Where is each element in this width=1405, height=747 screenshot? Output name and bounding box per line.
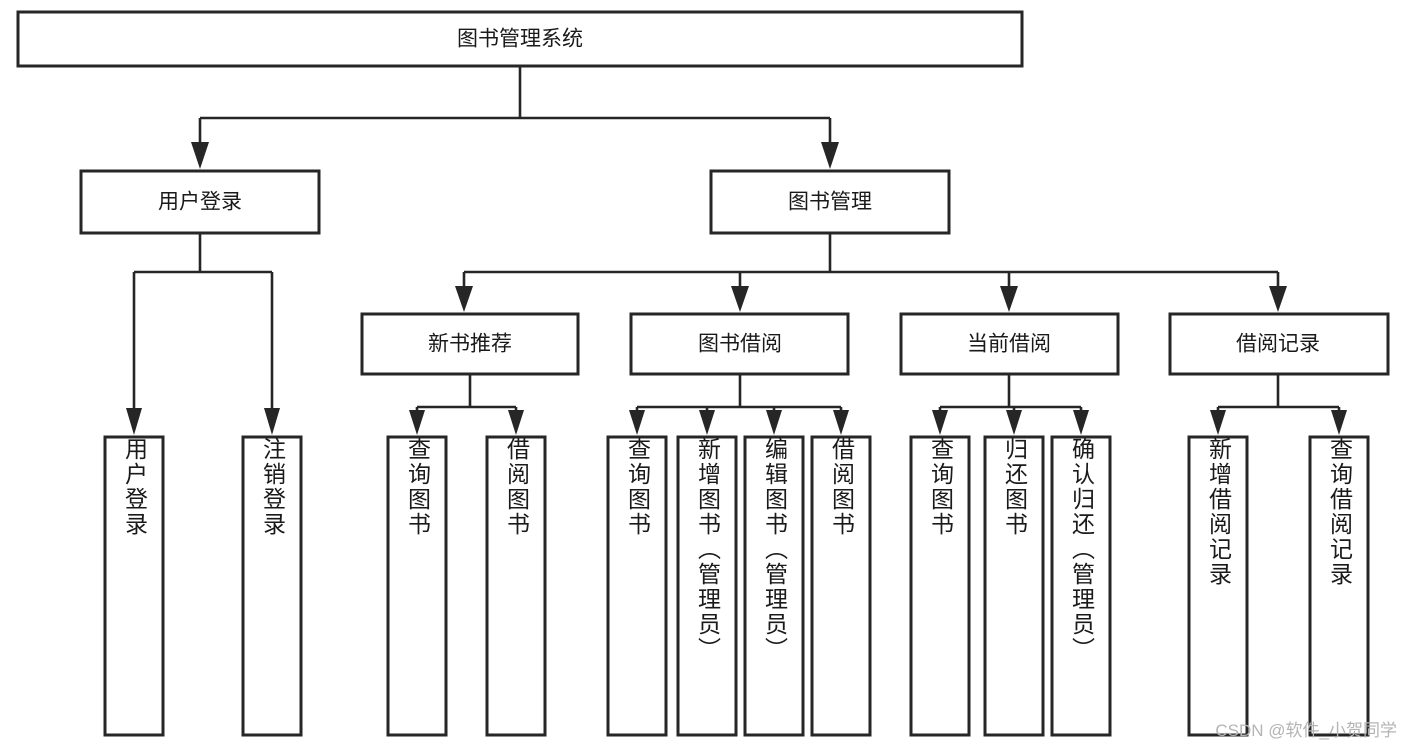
label-new-book-recommend: 新书推荐 — [428, 333, 512, 356]
label-user-login: 用户登录 — [158, 191, 242, 214]
node-leaf-return-book[interactable] — [983, 435, 1045, 737]
node-leaf-add-record[interactable] — [1187, 435, 1249, 737]
node-book-manage[interactable] — [709, 169, 951, 235]
arrow-head-current-borrow — [1000, 286, 1018, 312]
arrow-head-book-manage — [821, 142, 839, 169]
node-leaf-user-login[interactable] — [103, 435, 165, 737]
node-book-borrow[interactable] — [629, 312, 850, 376]
arrow-head-leaf-user-login — [126, 408, 142, 435]
arrow-head-new-book-recommend — [455, 286, 473, 312]
arrow-head-leaf-add-record — [1210, 410, 1226, 435]
node-leaf-edit-book[interactable] — [743, 435, 805, 737]
node-layer — [16, 10, 1390, 737]
node-leaf-query-book-cur[interactable] — [909, 435, 971, 737]
node-user-login[interactable] — [79, 169, 321, 235]
node-root[interactable] — [16, 10, 1024, 68]
csdn-watermark: CSDN @软件_小贺同学 — [1215, 721, 1397, 740]
arrow-head-leaf-user-logout — [264, 408, 280, 435]
label-book-borrow: 图书借阅 — [698, 333, 782, 356]
arrow-head-leaf-query-book-cur — [932, 410, 948, 435]
node-borrow-record[interactable] — [1168, 312, 1390, 376]
arrow-head-leaf-return-book — [1006, 410, 1022, 435]
node-leaf-borrow-book-rec[interactable] — [485, 435, 547, 737]
edge-layer — [126, 66, 1347, 435]
arrow-head-leaf-query-record — [1331, 410, 1347, 435]
arrow-head-user-login — [191, 142, 209, 169]
label-root: 图书管理系统 — [457, 28, 583, 51]
label-current-borrow: 当前借阅 — [967, 333, 1051, 356]
node-leaf-borrow-book[interactable] — [810, 435, 872, 737]
node-leaf-query-book[interactable] — [606, 435, 668, 737]
label-book-manage: 图书管理 — [788, 191, 872, 214]
label-layer-horizontal: 图书管理系统 用户登录 图书管理 新书推荐 图书借阅 当前借阅 借阅记录 — [158, 28, 1320, 356]
arrow-head-leaf-add-book — [699, 410, 715, 435]
node-current-borrow[interactable] — [899, 312, 1120, 376]
arrow-head-leaf-confirm-return — [1073, 410, 1089, 435]
node-leaf-query-record[interactable] — [1308, 435, 1370, 737]
node-leaf-user-logout[interactable] — [241, 435, 303, 737]
arrow-head-leaf-query-book — [629, 410, 645, 435]
label-borrow-record: 借阅记录 — [1236, 333, 1320, 356]
node-leaf-confirm-return[interactable] — [1050, 435, 1112, 737]
node-leaf-query-book-rec[interactable] — [386, 435, 448, 737]
arrow-head-borrow-record — [1269, 286, 1287, 312]
arrow-head-leaf-query-book-rec — [409, 410, 425, 435]
arrow-head-leaf-borrow-book-rec — [508, 410, 524, 435]
arrow-head-book-borrow — [731, 286, 749, 312]
arrow-head-leaf-edit-book — [766, 410, 782, 435]
node-new-book-recommend[interactable] — [360, 312, 580, 376]
arrow-head-leaf-borrow-book — [833, 410, 849, 435]
node-leaf-add-book[interactable] — [676, 435, 738, 737]
